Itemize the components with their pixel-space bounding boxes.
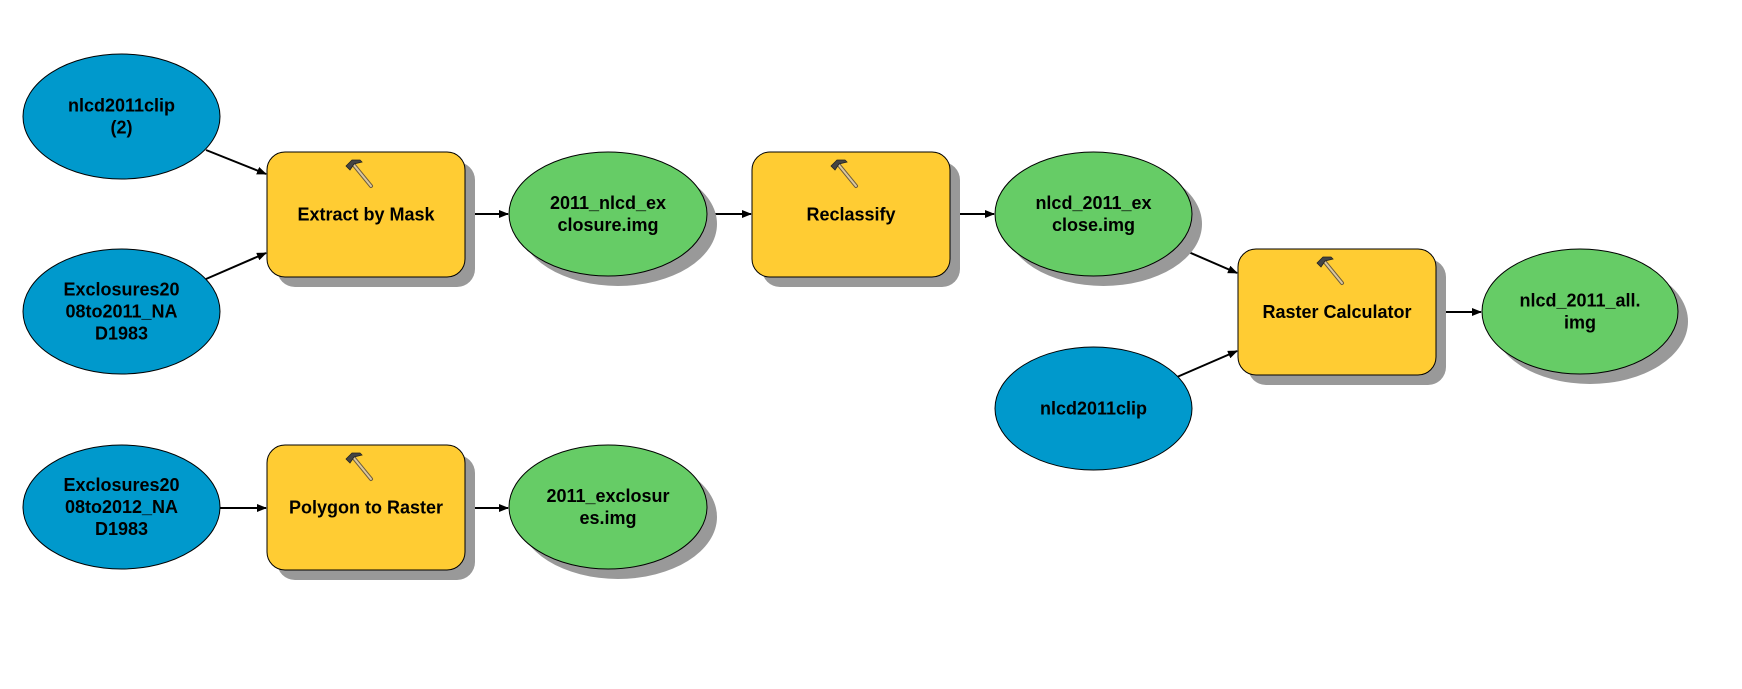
- node-label-line: Exclosures20: [63, 475, 179, 495]
- node-label-line: nlcd_2011_ex: [1035, 193, 1151, 213]
- input-ellipse[interactable]: [22, 248, 221, 375]
- node-label-line: nlcd_2011_all.: [1519, 291, 1640, 311]
- node-label-line: 08to2012_NA: [65, 497, 178, 517]
- derived-node-out3[interactable]: nlcd_2011_all.img: [1481, 248, 1688, 384]
- hammer-icon: [345, 159, 373, 188]
- input-node-in1[interactable]: nlcd2011clip(2): [22, 53, 221, 180]
- tool-node-tool3[interactable]: Raster Calculator: [1237, 248, 1446, 385]
- tool-box[interactable]: [1237, 248, 1437, 376]
- node-label-line: img: [1564, 313, 1596, 333]
- connector-in2-to-tool1[interactable]: [205, 252, 267, 280]
- node-label-line: close.img: [1052, 215, 1135, 235]
- hammer-icon: [1316, 256, 1344, 285]
- connector-in3-to-tool3[interactable]: [1176, 350, 1238, 378]
- derived-ellipse[interactable]: [994, 151, 1193, 277]
- node-label-line: Reclassify: [806, 205, 895, 225]
- node-label-line: es.img: [579, 508, 636, 528]
- input-node-in3[interactable]: nlcd2011clip: [994, 346, 1193, 471]
- derived-ellipse[interactable]: [508, 444, 708, 570]
- node-label-line: Exclosures20: [63, 280, 179, 300]
- node-label-line: 2011_nlcd_ex: [550, 193, 666, 213]
- node-label: Polygon to Raster: [289, 498, 443, 518]
- input-ellipse[interactable]: [22, 444, 221, 570]
- node-label: Extract by Mask: [297, 205, 435, 225]
- tool-box[interactable]: [266, 151, 466, 278]
- tool-box[interactable]: [266, 444, 466, 571]
- node-label-line: (2): [111, 118, 133, 138]
- hammer-icon: [830, 159, 858, 188]
- derived-ellipse[interactable]: [1481, 248, 1679, 375]
- node-label-line: D1983: [95, 324, 148, 344]
- node-label: Raster Calculator: [1262, 302, 1411, 322]
- input-ellipse[interactable]: [22, 53, 221, 180]
- node-label-line: nlcd2011clip: [68, 96, 175, 116]
- input-ellipse[interactable]: [994, 346, 1193, 471]
- node-label-line: 2011_exclosur: [546, 486, 669, 506]
- node-label-line: Extract by Mask: [297, 205, 435, 225]
- tool-box[interactable]: [751, 151, 951, 278]
- connector-in1-to-tool1[interactable]: [205, 149, 267, 175]
- node-label: nlcd2011clip(2): [68, 96, 175, 138]
- tool-node-tool1[interactable]: Extract by Mask: [266, 151, 475, 287]
- tool-node-tool2[interactable]: Reclassify: [751, 151, 960, 287]
- node-label: Reclassify: [806, 205, 895, 225]
- hammer-icon: [345, 452, 373, 481]
- tool-node-tool4[interactable]: Polygon to Raster: [266, 444, 475, 580]
- node-label-line: 08to2011_NA: [65, 302, 177, 322]
- node-label: nlcd2011clip: [1040, 399, 1147, 419]
- node-label: nlcd_2011_all.img: [1519, 291, 1640, 333]
- node-label-line: nlcd2011clip: [1040, 399, 1147, 419]
- node-label-line: D1983: [95, 519, 148, 539]
- node-label-line: Raster Calculator: [1262, 302, 1411, 322]
- derived-ellipse[interactable]: [508, 151, 708, 277]
- node-label-line: Polygon to Raster: [289, 498, 443, 518]
- node-label-line: closure.img: [557, 215, 658, 235]
